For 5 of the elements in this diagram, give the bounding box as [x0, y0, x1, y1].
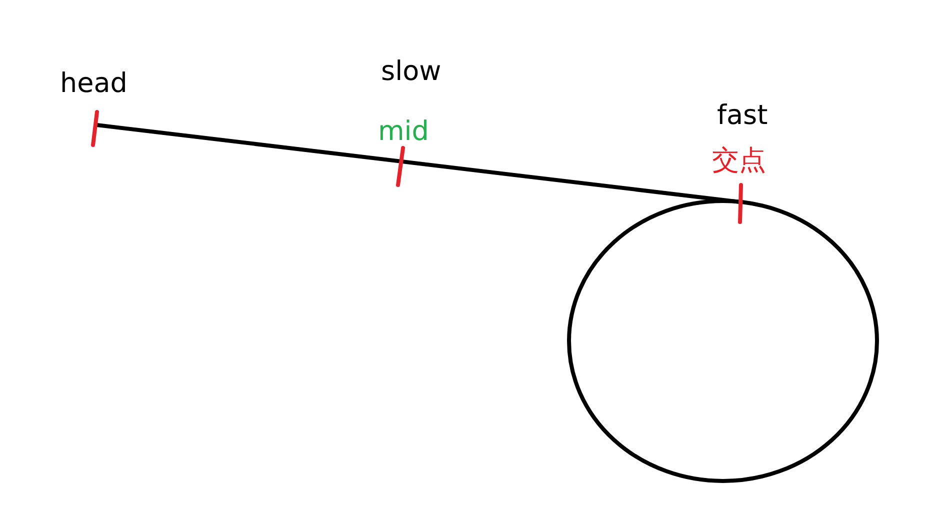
- pointer-label: slow: [381, 56, 442, 88]
- pointer-label: fast: [717, 100, 768, 132]
- pointer-label: head: [60, 68, 128, 100]
- point-label: 交点: [712, 145, 766, 177]
- pointer-label: mid: [378, 116, 429, 148]
